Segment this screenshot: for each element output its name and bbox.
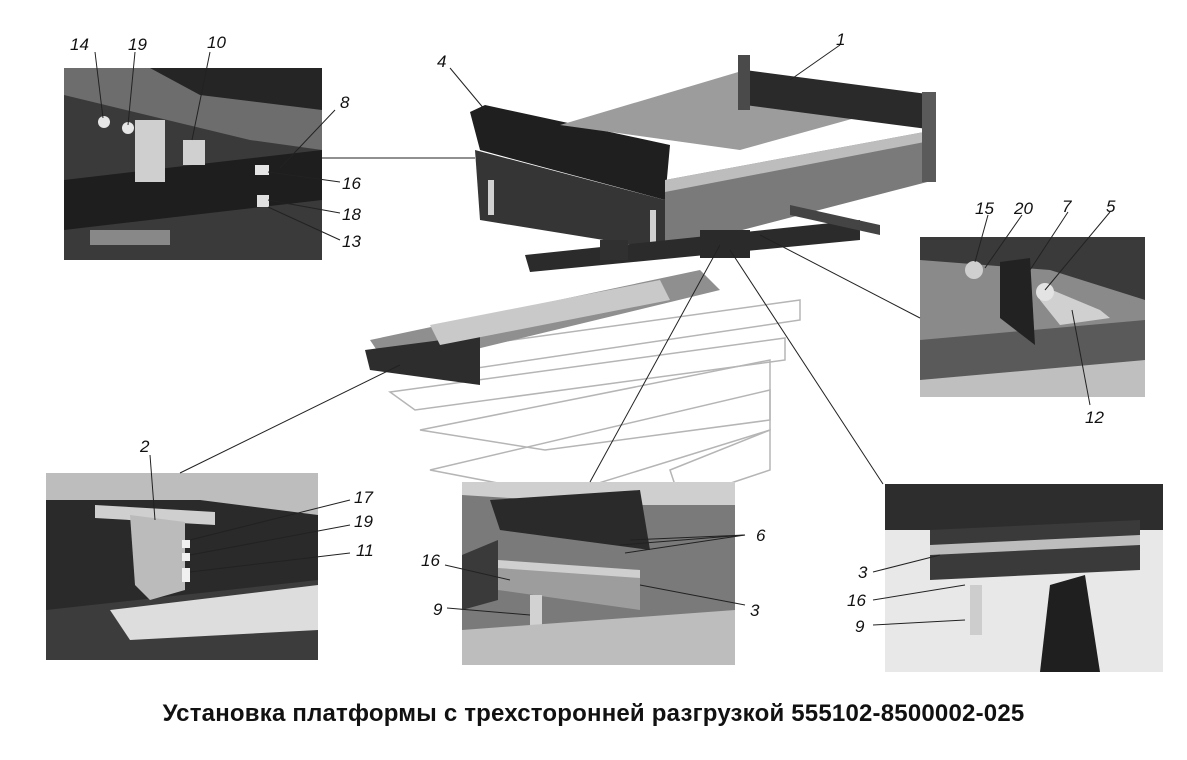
main-platform-drawing xyxy=(365,55,936,385)
callout-top-left-2: 19 xyxy=(128,35,147,54)
callout-right-upper-5: 12 xyxy=(1085,408,1104,427)
detail-photo-bottom-center xyxy=(462,482,735,665)
callout-top-left-7: 13 xyxy=(342,232,361,251)
detail-photo-bottom-right xyxy=(885,484,1163,672)
callout-right-upper-4: 5 xyxy=(1106,197,1116,216)
callout-right-upper-3: 7 xyxy=(1062,197,1072,216)
callout-top-left-4: 8 xyxy=(340,93,350,112)
callout-top-left-3: 10 xyxy=(207,33,226,52)
callout-bottom-left-2: 17 xyxy=(354,488,373,507)
leader-lines xyxy=(94,44,1111,626)
callout-bottom-right-3: 9 xyxy=(855,617,865,636)
callout-bottom-left-4: 11 xyxy=(356,541,374,560)
callout-right-upper-1: 15 xyxy=(975,199,994,218)
callout-top-left-1: 14 xyxy=(70,35,89,54)
callout-bottom-left-3: 19 xyxy=(354,512,373,531)
callout-top-left-6: 18 xyxy=(342,205,361,224)
callout-right-upper-2: 20 xyxy=(1013,199,1033,218)
diagram-title: Установка платформы с трехсторонней разг… xyxy=(162,700,1025,727)
callout-bottom-right-1: 3 xyxy=(858,563,868,582)
callout-top-left-5: 16 xyxy=(342,174,361,193)
detail-photo-bottom-left xyxy=(46,473,318,660)
callout-bottom-center-1: 16 xyxy=(421,551,440,570)
callout-bottom-center-3: 6 xyxy=(756,526,766,545)
callout-bottom-right-2: 16 xyxy=(847,591,866,610)
callout-bottom-left-1: 2 xyxy=(139,437,150,456)
callout-bottom-center-4: 3 xyxy=(750,601,760,620)
callout-bottom-center-2: 9 xyxy=(433,600,443,619)
detail-photo-top-left xyxy=(64,68,322,260)
detail-photo-right-upper xyxy=(920,237,1145,397)
callout-main-1: 4 xyxy=(437,52,446,71)
callout-main-2: 1 xyxy=(836,30,845,49)
callout-labels: 14 19 10 8 16 18 13 4 1 15 20 7 5 12 2 1… xyxy=(70,30,1116,636)
